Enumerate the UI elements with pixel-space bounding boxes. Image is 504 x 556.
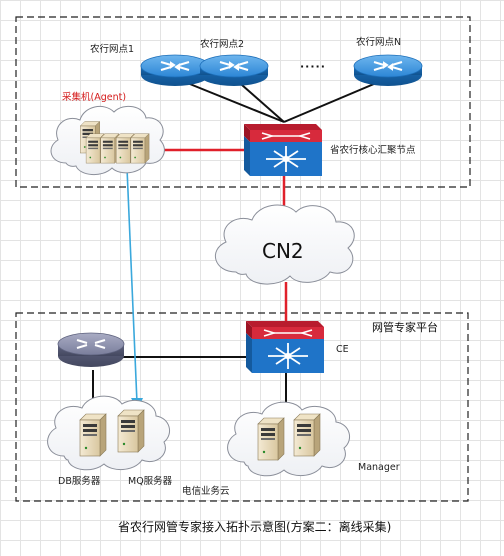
manager-server-icon	[257, 417, 285, 461]
ce-label: CE	[336, 344, 349, 355]
manager-server-icon	[293, 413, 321, 457]
router-icon	[353, 54, 423, 87]
collector-label: 采集机(Agent)	[62, 91, 126, 103]
bottom-zone-boundary	[15, 312, 469, 502]
bottom-zone-title: 网管专家平台	[372, 320, 438, 334]
gray-router	[57, 332, 125, 367]
router-icon	[199, 54, 269, 87]
telecom-cloud-label: 电信业务云	[182, 485, 230, 497]
diagram-caption: 省农行网管专家接入拓扑示意图(方案二：离线采集)	[118, 519, 391, 534]
server-icon	[130, 133, 150, 164]
server-cloud	[47, 395, 171, 471]
ce-switch-icon	[245, 320, 325, 374]
node2-label: 农行网点2	[200, 38, 244, 50]
cn2-cloud	[215, 204, 355, 285]
link-nodeN-core	[283, 77, 389, 123]
db-server-label: DB服务器	[58, 475, 101, 487]
mq-server-label: MQ服务器	[128, 475, 173, 487]
core-switch-label: 省农行核心汇聚节点	[330, 144, 416, 156]
collector-servers	[85, 133, 150, 164]
offline-transfer-arrow	[126, 167, 138, 404]
db-server-icon	[79, 413, 107, 457]
top-zone-boundary	[15, 16, 471, 188]
manager-label: Manager	[358, 462, 400, 473]
core-switch-icon	[243, 123, 323, 177]
mq-server-icon	[117, 409, 145, 453]
node1-label: 农行网点1	[90, 43, 134, 55]
cn2-label: CN2	[262, 239, 304, 263]
link-node1-core	[174, 77, 285, 123]
manager-cloud	[227, 401, 351, 477]
ellipsis-dots: ·····	[300, 60, 326, 73]
nodeN-label: 农行网点N	[356, 36, 401, 48]
router-arrows-icon	[76, 339, 106, 349]
router-icon	[140, 54, 210, 87]
